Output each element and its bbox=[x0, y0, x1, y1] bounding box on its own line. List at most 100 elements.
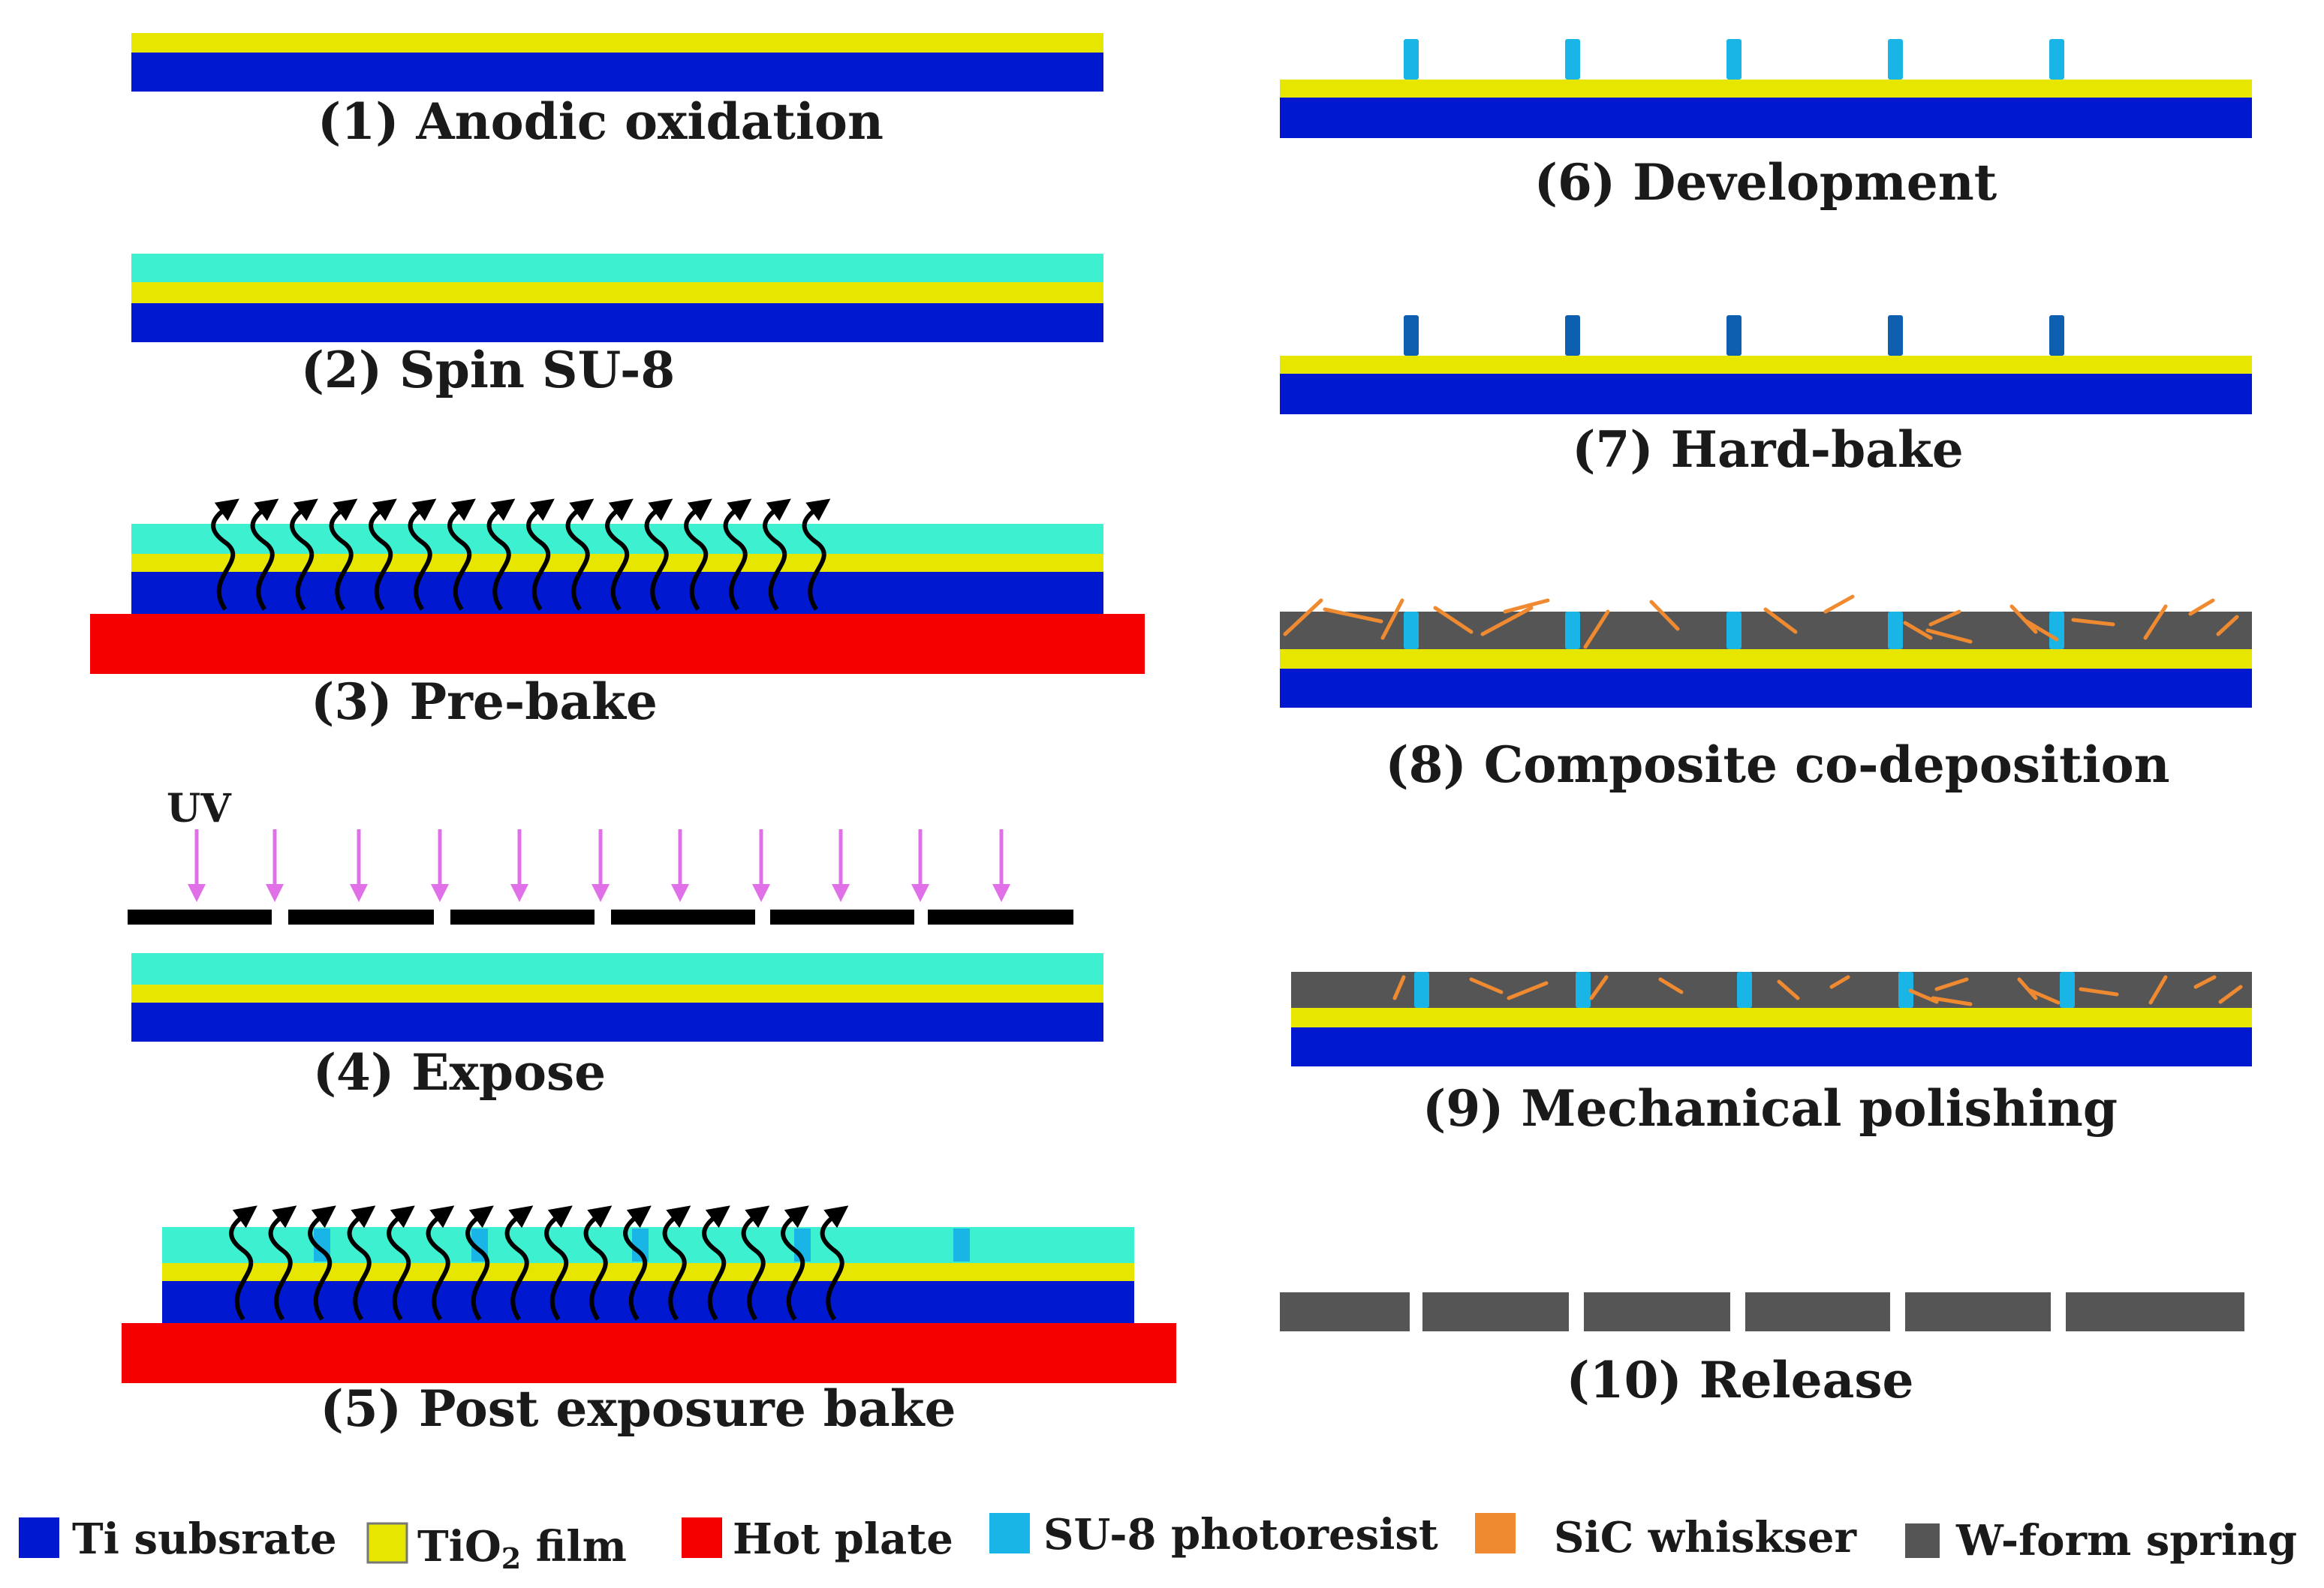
heat-arrow bbox=[504, 1205, 534, 1321]
uv-arrow-head bbox=[266, 884, 284, 902]
legend-swatch bbox=[682, 1517, 722, 1558]
step-3-caption: (3) Pre-bake bbox=[311, 672, 658, 731]
su8-pillar bbox=[1888, 39, 1903, 80]
sic-whisker bbox=[1777, 979, 1800, 1000]
step-1-anodic-oxidation: (1) Anodic oxidation bbox=[131, 33, 1103, 151]
legend-item-sic-whisker: SiC whiskser bbox=[1475, 1513, 1857, 1562]
uv-arrow-head bbox=[911, 884, 929, 902]
su8-pillar bbox=[2049, 39, 2064, 80]
su8-pillar bbox=[1888, 612, 1903, 649]
step-10-caption: (10) Release bbox=[1566, 1351, 1913, 1409]
sic-whisker bbox=[2071, 618, 2115, 627]
tio2-film bbox=[1291, 1008, 2252, 1027]
su8-pillars bbox=[1404, 39, 2064, 80]
su8-pillar bbox=[1404, 315, 1419, 356]
sic-whisker bbox=[1763, 607, 1798, 634]
sic-whisker bbox=[1908, 988, 1939, 1004]
uv-label: UV bbox=[167, 786, 232, 832]
ti-substrate bbox=[131, 303, 1103, 342]
su8-pillar bbox=[1576, 972, 1591, 1008]
heat-arrow bbox=[465, 1205, 494, 1321]
uv-arrow-head bbox=[832, 884, 850, 902]
legend-item-tio2-film: TiO2 film bbox=[366, 1522, 627, 1575]
spring-segment bbox=[1745, 1292, 1890, 1331]
step-6-development: (6) Development bbox=[1280, 39, 2252, 212]
sic-whisker bbox=[2148, 975, 2168, 1005]
sic-whisker bbox=[1589, 975, 1609, 1000]
step-5-caption: (5) Post exposure bake bbox=[321, 1379, 956, 1438]
legend-item-su8-photoresist: SU-8 photoresist bbox=[989, 1510, 1438, 1559]
heat-arrow bbox=[387, 1205, 415, 1321]
sic-whisker bbox=[1934, 977, 1969, 991]
legend-swatch bbox=[366, 1522, 408, 1564]
step-2-caption: (2) Spin SU-8 bbox=[301, 341, 676, 399]
su8-pillars-hardbaked bbox=[1404, 315, 2064, 356]
legend: Ti subsrate TiO2 film Hot plate SU-8 pho… bbox=[19, 1510, 2297, 1575]
spring-segment bbox=[1905, 1292, 2051, 1331]
step-9-mechanical-polishing: (9) Mechanical polishing bbox=[1291, 972, 2252, 1138]
heat-arrow bbox=[702, 1205, 730, 1321]
spring-segment bbox=[1280, 1292, 1410, 1331]
su8-pillar bbox=[1404, 612, 1419, 649]
legend-swatch bbox=[1905, 1523, 1940, 1558]
heat-arrow bbox=[447, 498, 476, 611]
uv-arrow-head bbox=[350, 884, 368, 902]
sic-whiskers bbox=[1283, 594, 2239, 649]
w-form-spring-deposit bbox=[1280, 612, 2252, 649]
su8-pillar bbox=[1726, 39, 1741, 80]
heat-arrows bbox=[211, 498, 831, 611]
photomask bbox=[128, 910, 1073, 925]
heat-arrow bbox=[308, 1205, 336, 1321]
tio2-film bbox=[1280, 80, 2252, 98]
su8-pillar bbox=[2060, 972, 2075, 1008]
uv-arrow-head bbox=[510, 884, 528, 902]
ti-substrate bbox=[1280, 374, 2252, 414]
legend-label: SiC whiskser bbox=[1554, 1513, 1857, 1562]
sic-whisker bbox=[1469, 977, 1504, 994]
tio2-film bbox=[162, 1263, 1134, 1281]
su8-pillar bbox=[2049, 315, 2064, 356]
sic-whisker bbox=[1392, 975, 1406, 1000]
heat-arrow bbox=[684, 498, 712, 611]
su8-pillar bbox=[1726, 612, 1741, 649]
heat-arrow bbox=[763, 498, 791, 611]
ti-substrate bbox=[131, 53, 1103, 92]
sic-whisker bbox=[2079, 987, 2119, 997]
su8-pillar bbox=[1565, 315, 1580, 356]
step-4-caption: (4) Expose bbox=[313, 1043, 606, 1102]
sic-whisker bbox=[1823, 594, 1855, 614]
heat-arrow bbox=[623, 1205, 652, 1321]
sic-whisker bbox=[1649, 600, 1680, 631]
heat-arrow bbox=[820, 1205, 849, 1321]
heat-arrows bbox=[229, 1205, 849, 1321]
su8-layer bbox=[131, 254, 1103, 282]
legend-item-ti-substrate: Ti subsrate bbox=[19, 1514, 337, 1564]
legend-swatch bbox=[19, 1517, 59, 1558]
step-6-caption: (6) Development bbox=[1534, 153, 1997, 212]
released-w-form-springs bbox=[1280, 1292, 2244, 1331]
heat-arrow bbox=[723, 498, 752, 611]
sic-whisker bbox=[2024, 619, 2059, 642]
heat-arrow bbox=[781, 1205, 809, 1321]
exposed-region bbox=[632, 1229, 649, 1262]
heat-arrow bbox=[408, 498, 437, 611]
su8-layer bbox=[131, 953, 1103, 985]
tio2-film bbox=[1280, 649, 2252, 669]
hot-plate bbox=[122, 1323, 1176, 1383]
step-7-caption: (7) Hard-bake bbox=[1572, 420, 1963, 479]
legend-label: SU-8 photoresist bbox=[1043, 1510, 1438, 1559]
step-9-caption: (9) Mechanical polishing bbox=[1422, 1079, 2118, 1138]
mask-segment bbox=[611, 910, 755, 925]
legend-label: TiO2 film bbox=[417, 1522, 627, 1575]
legend-swatch bbox=[1475, 1513, 1516, 1553]
step-5-post-exposure-bake: (5) Post exposure bake bbox=[122, 1205, 1176, 1438]
legend-label: Hot plate bbox=[733, 1514, 953, 1564]
spring-segment bbox=[1584, 1292, 1730, 1331]
uv-arrows bbox=[188, 829, 1010, 902]
step-3-pre-bake: (3) Pre-bake bbox=[90, 498, 1145, 731]
su8-pillar bbox=[1737, 972, 1752, 1008]
heat-arrow bbox=[250, 498, 279, 611]
mask-segment bbox=[128, 910, 272, 925]
legend-item-hot-plate: Hot plate bbox=[682, 1514, 953, 1564]
uv-arrow-head bbox=[992, 884, 1010, 902]
